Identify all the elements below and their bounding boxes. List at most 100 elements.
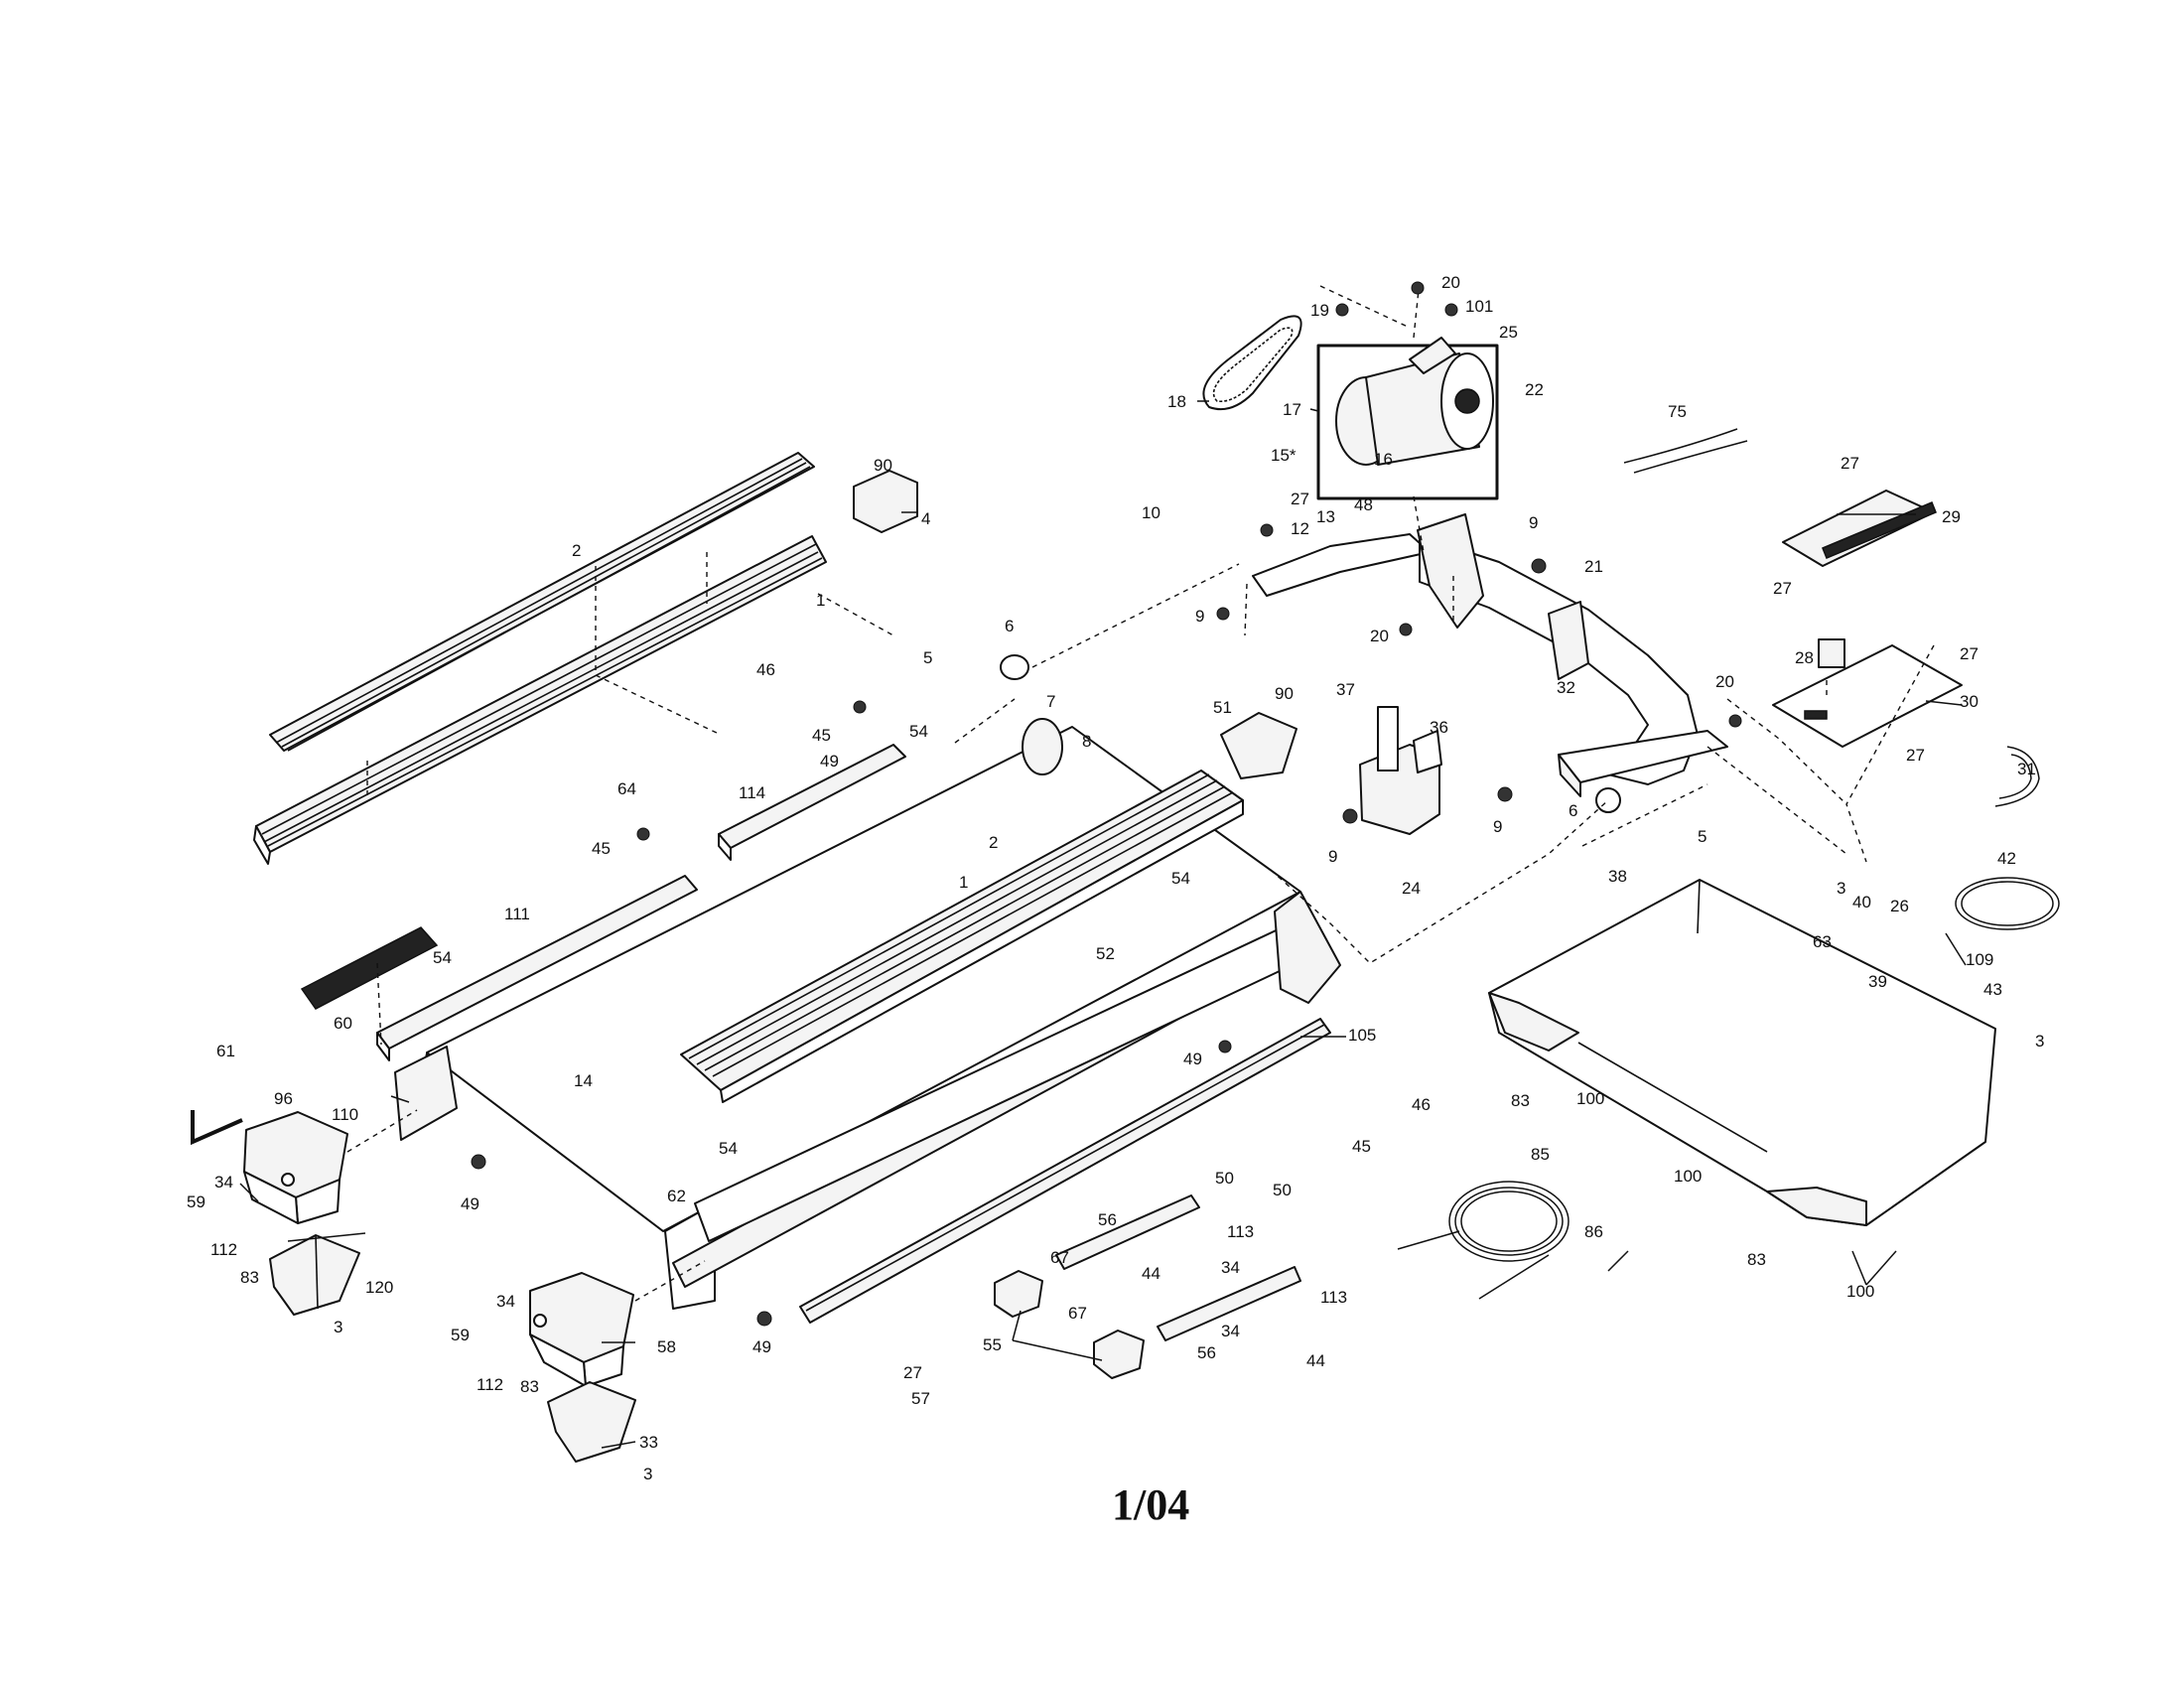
part-label: 56 <box>1098 1210 1117 1229</box>
part-label: 67 <box>1050 1248 1069 1267</box>
part-label: 7 <box>1046 692 1055 711</box>
part-label: 40 <box>1852 893 1871 912</box>
part-label: 75 <box>1668 402 1687 421</box>
end-cap-left-part <box>243 1111 348 1224</box>
part-label: 44 <box>1142 1264 1160 1283</box>
part-label: 34 <box>1221 1322 1240 1340</box>
foot-bracket-part <box>994 1194 1301 1379</box>
part-label: 42 <box>1997 849 2016 868</box>
part-label: 100 <box>1846 1282 1874 1301</box>
part-label: 5 <box>923 648 932 667</box>
part-label: 17 <box>1283 400 1301 419</box>
part-label: 55 <box>983 1335 1002 1354</box>
part-label: 2 <box>572 541 581 560</box>
part-label: 109 <box>1966 950 1993 969</box>
part-label: 32 <box>1557 678 1575 697</box>
part-label: 12 <box>1291 519 1309 538</box>
part-label: 31 <box>2017 760 2036 778</box>
part-label: 34 <box>214 1173 233 1192</box>
part-label: 9 <box>1493 817 1502 836</box>
leader-lines <box>239 400 1963 1449</box>
part-label: 90 <box>1275 684 1294 703</box>
part-label: 62 <box>667 1187 686 1205</box>
upright-frame-part <box>1252 513 1728 797</box>
part-label: 105 <box>1348 1026 1376 1045</box>
part-label: 10 <box>1142 503 1160 522</box>
part-label: 18 <box>1167 392 1186 411</box>
wire-harness-part <box>1397 1181 1570 1300</box>
part-label: 21 <box>1584 557 1603 576</box>
side-rail-part <box>376 744 906 1061</box>
part-label: 113 <box>1227 1222 1254 1241</box>
wire-31-part <box>1994 746 2040 807</box>
part-label: 57 <box>911 1389 930 1408</box>
part-label: 83 <box>520 1377 539 1396</box>
part-label: 113 <box>1320 1288 1347 1307</box>
part-label: 54 <box>433 948 452 967</box>
motor-part <box>1316 337 1499 500</box>
part-label: 59 <box>451 1326 470 1344</box>
part-label: 13 <box>1316 507 1335 526</box>
part-label: 26 <box>1890 897 1909 915</box>
part-label: 61 <box>216 1042 235 1060</box>
end-tray-left-part <box>269 1234 360 1316</box>
part-label: 22 <box>1525 380 1544 399</box>
rail-upper-part <box>269 452 815 752</box>
part-label: 1 <box>816 591 825 610</box>
part-label: 50 <box>1273 1181 1292 1199</box>
part-label: 83 <box>1747 1250 1766 1269</box>
part-label: 43 <box>1983 980 2002 999</box>
part-label: 67 <box>1068 1304 1087 1323</box>
part-label: 20 <box>1441 273 1460 292</box>
part-label: 96 <box>274 1089 293 1108</box>
part-label: 112 <box>210 1240 237 1259</box>
part-label: 20 <box>1370 627 1389 645</box>
part-label: 4 <box>921 509 930 528</box>
part-label: 27 <box>1960 644 1979 663</box>
part-label: 25 <box>1499 323 1518 342</box>
part-label: 100 <box>1576 1089 1604 1108</box>
part-label: 51 <box>1213 698 1232 717</box>
part-label: 20 <box>1715 672 1734 691</box>
part-label: 64 <box>617 779 636 798</box>
part-label: 54 <box>909 722 928 741</box>
console-board-part <box>1772 490 1963 748</box>
part-label: 37 <box>1336 680 1355 699</box>
base-pan-part <box>1488 879 1996 1226</box>
part-label: 38 <box>1608 867 1627 886</box>
part-label: 3 <box>2035 1032 2044 1051</box>
part-label: 49 <box>820 752 839 771</box>
bracket-part <box>853 470 1297 779</box>
part-label: 34 <box>496 1292 515 1311</box>
wrench-part <box>191 1110 243 1146</box>
part-label: 29 <box>1942 507 1961 526</box>
hardware <box>471 281 1742 1327</box>
end-tray-right-part <box>547 1381 636 1463</box>
part-label: 110 <box>332 1105 358 1124</box>
part-label: 83 <box>240 1268 259 1287</box>
part-label: 112 <box>477 1375 503 1394</box>
part-label: 60 <box>334 1014 352 1033</box>
platform-part <box>694 891 1341 1242</box>
part-label: 49 <box>1183 1050 1202 1068</box>
part-label: 101 <box>1465 297 1493 316</box>
part-label: 28 <box>1795 648 1814 667</box>
part-label: 14 <box>574 1071 593 1090</box>
part-label: 49 <box>752 1337 771 1356</box>
controller-part <box>1359 706 1442 835</box>
rail-lower-part <box>253 535 827 865</box>
center-rail-part <box>680 770 1244 1103</box>
part-label: 2 <box>989 833 998 852</box>
part-label: 85 <box>1531 1145 1550 1164</box>
drive-belt-part <box>1202 315 1302 411</box>
part-label: 46 <box>756 660 775 679</box>
part-label: 27 <box>903 1363 922 1382</box>
part-label: 27 <box>1841 454 1859 473</box>
part-label: 27 <box>1906 746 1925 765</box>
end-cap-right-part <box>529 1272 634 1387</box>
part-label: 9 <box>1195 607 1204 626</box>
side-rail-105-part <box>799 1018 1331 1324</box>
part-label: 50 <box>1215 1169 1234 1188</box>
part-label: 56 <box>1197 1343 1216 1362</box>
